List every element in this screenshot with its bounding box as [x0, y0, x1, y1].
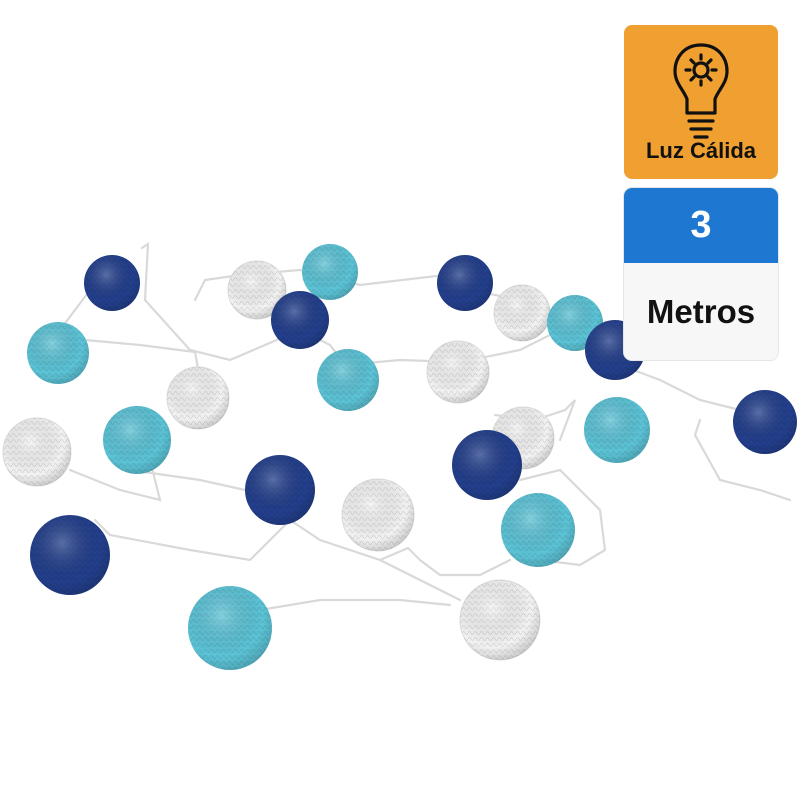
cotton-ball-white: [493, 284, 551, 342]
cotton-ball-turquoise: [27, 322, 89, 384]
cotton-ball-turquoise: [501, 493, 575, 567]
cotton-ball-navy: [452, 430, 522, 500]
cotton-ball-white: [459, 579, 541, 661]
warm-light-badge: Luz Cálida: [624, 25, 778, 179]
length-value: 3: [624, 188, 778, 263]
cotton-ball-navy: [245, 455, 315, 525]
cotton-ball-white: [341, 478, 415, 552]
cotton-ball-navy: [30, 515, 110, 595]
cotton-ball-white: [227, 260, 287, 320]
cotton-ball-turquoise: [188, 586, 272, 670]
cotton-ball-turquoise: [317, 349, 379, 411]
cotton-ball-turquoise: [584, 397, 650, 463]
cotton-ball-navy: [84, 255, 140, 311]
length-badge: 3 Metros: [624, 188, 778, 360]
length-unit: Metros: [624, 263, 778, 360]
cotton-ball-white: [2, 417, 72, 487]
cotton-ball-navy: [437, 255, 493, 311]
cotton-ball-turquoise: [103, 406, 171, 474]
lightbulb-icon: [673, 43, 729, 139]
cotton-ball-white: [426, 340, 490, 404]
cotton-ball-navy: [271, 291, 329, 349]
warm-light-label: Luz Cálida: [645, 138, 756, 163]
cotton-ball-white: [166, 366, 230, 430]
cotton-ball-navy: [733, 390, 797, 454]
cotton-ball-turquoise: [302, 244, 358, 300]
